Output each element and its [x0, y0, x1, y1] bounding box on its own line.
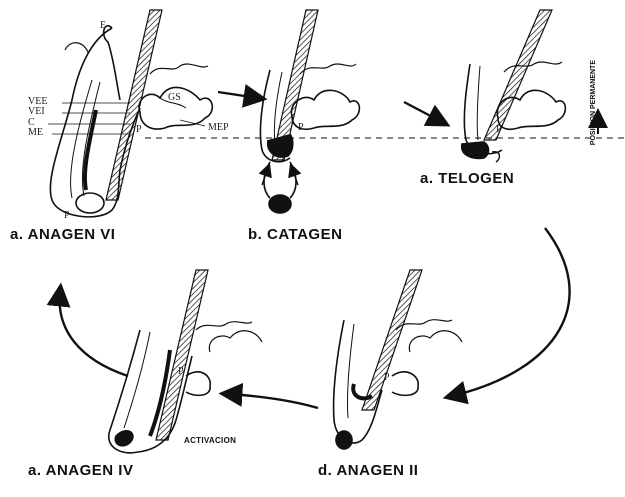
follicle-anagen-iv — [109, 270, 262, 453]
arrow-anagen-iv-to-anagen-vi — [60, 292, 128, 376]
label-e: E — [100, 20, 106, 31]
label-me: ME — [28, 127, 43, 138]
follicle-catagen — [260, 10, 359, 213]
follicle-telogen — [462, 10, 598, 162]
label-p-anagen: P — [136, 124, 142, 135]
stage-label-telogen: a. TELOGEN — [420, 170, 514, 187]
label-p-telogen: P — [496, 124, 502, 135]
stage-label-catagen: b. CATAGEN — [248, 226, 342, 243]
stage-label-anagen-iv: a. ANAGEN IV — [28, 462, 133, 479]
arrow-catagen-to-telogen — [404, 102, 442, 122]
dermal-papilla-1 — [76, 193, 104, 213]
arrow-anagen-ii-to-anagen-iv — [228, 394, 318, 408]
label-gs: GS — [168, 92, 181, 103]
label-activacion: ACTIVACION — [184, 436, 236, 445]
stage-label-anagen-vi: a. ANAGEN VI — [10, 226, 115, 243]
label-p-catagen: P — [298, 122, 304, 133]
label-p-anagen4: P — [178, 366, 184, 377]
arrow-anagen-to-catagen — [218, 92, 258, 98]
label-vei: VEI — [28, 106, 45, 117]
hair-shaft-1 — [106, 10, 162, 200]
hair-shaft-3 — [484, 10, 552, 140]
label-p-bulb: P — [64, 210, 70, 221]
dermal-papilla-5 — [336, 431, 352, 449]
hair-shaft-4 — [156, 270, 208, 440]
label-mep: MEP — [208, 122, 229, 133]
follicle-anagen-vi — [50, 10, 212, 217]
label-p-anagen2: P — [384, 372, 390, 383]
stage-label-anagen-ii: d. ANAGEN II — [318, 462, 418, 479]
dermal-papilla-2 — [269, 195, 291, 213]
arrow-telogen-to-anagen-ii — [452, 228, 570, 396]
follicle-anagen-ii — [334, 270, 462, 449]
label-posicion-permanente: POSICION PERMANENTE — [590, 60, 597, 145]
